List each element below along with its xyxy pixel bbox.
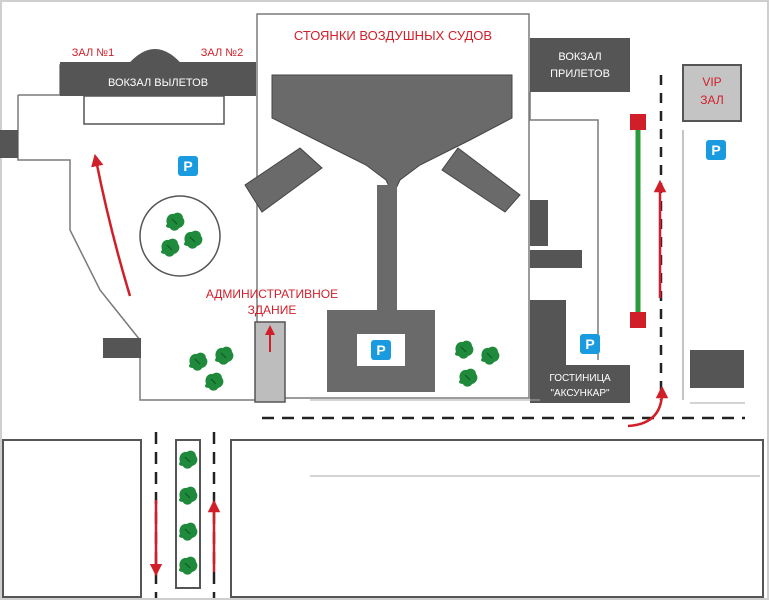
hall-1-label: ЗАЛ №1: [72, 47, 114, 59]
left-lower-stub: [103, 338, 141, 358]
parking-icon: P: [706, 140, 726, 160]
svg-text:P: P: [183, 158, 192, 174]
arrow-icon: [91, 153, 132, 297]
apron-area: [256, 13, 530, 399]
hall-2-label: ЗАЛ №2: [201, 47, 243, 59]
svg-text:P: P: [711, 142, 720, 158]
apron-left-wing: [244, 147, 323, 213]
hotel-building: [530, 300, 566, 365]
svg-text:P: P: [585, 336, 594, 352]
arrivals-label-1: ВОКЗАЛ: [558, 51, 601, 63]
arrivals-outline: [529, 92, 599, 360]
right-block: [690, 350, 744, 388]
side-block-2: [530, 250, 582, 268]
arrivals-label-2: ПРИЛЕТОВ: [550, 68, 610, 80]
barrier-bottom-post: [630, 312, 646, 328]
hotel-label-1: ГОСТИНИЦА: [549, 373, 611, 384]
admin-label-2: ЗДАНИЕ: [248, 303, 297, 317]
terminal-outline: [17, 95, 260, 401]
hotel-base: [530, 365, 630, 403]
hotel-label-2: "АКСУНКАР": [550, 388, 610, 399]
vip-label-2: ЗАЛ: [700, 93, 723, 107]
parking-icon: P: [178, 156, 198, 176]
admin-label-1: АДМИНИСТРАТИВНОЕ: [206, 287, 338, 301]
apron-stem: [377, 185, 397, 313]
lower-right-block: [230, 439, 764, 598]
apron-right-wing: [441, 147, 521, 213]
parking-icon: P: [580, 334, 600, 354]
arrivals-building: [530, 38, 630, 92]
aircraft-parking-label: СТОЯНКИ ВОЗДУШНЫХ СУДОВ: [294, 28, 492, 43]
svg-text:P: P: [376, 342, 385, 358]
side-block-1: [530, 200, 548, 246]
arrow-icon: [627, 385, 669, 428]
departures-label: ВОКЗАЛ ВЫЛЕТОВ: [108, 77, 208, 89]
vip-label-1: VIP: [702, 75, 721, 89]
lower-left-block: [2, 439, 142, 598]
departures-gallery: [83, 95, 225, 125]
barrier-top-post: [630, 114, 646, 130]
vip-hall-building: [682, 64, 742, 122]
parking-icon: P: [371, 340, 391, 360]
departures-building: [60, 62, 256, 96]
left-stub: [0, 130, 18, 158]
roundabout: [139, 195, 221, 277]
